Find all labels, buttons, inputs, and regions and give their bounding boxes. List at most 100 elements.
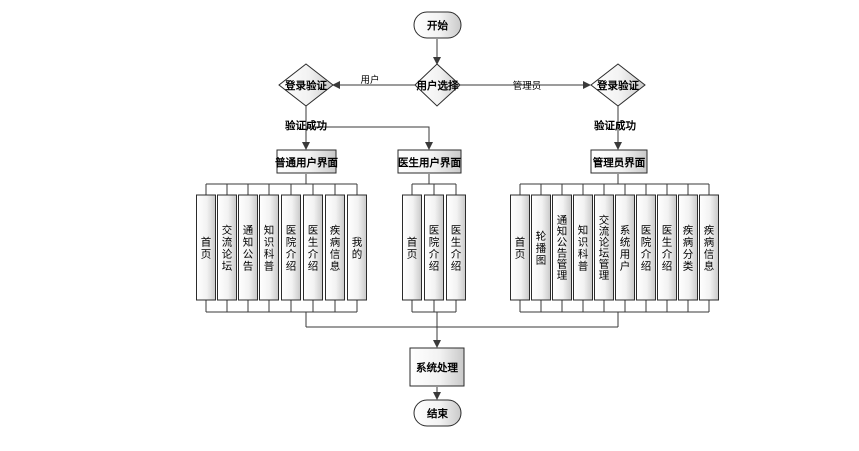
svg-text:首: 首	[407, 236, 418, 249]
svg-text:普: 普	[578, 260, 589, 273]
svg-text:公: 公	[557, 237, 568, 249]
svg-text:疾: 疾	[704, 224, 715, 237]
svg-text:我: 我	[352, 237, 363, 249]
svg-text:的: 的	[352, 248, 363, 261]
end-node: 结束	[413, 399, 462, 427]
svg-text:页: 页	[201, 249, 212, 261]
login-right-label: 登录验证	[596, 79, 639, 92]
user-function-item: 我的	[347, 184, 367, 312]
svg-text:绍: 绍	[286, 260, 297, 273]
svg-text:息: 息	[704, 260, 715, 273]
user-ui-label: 普通用户界面	[275, 156, 338, 169]
svg-text:交: 交	[599, 214, 610, 227]
svg-text:绍: 绍	[308, 260, 319, 273]
svg-text:息: 息	[330, 260, 341, 273]
svg-text:绍: 绍	[429, 260, 440, 273]
svg-text:管: 管	[599, 258, 610, 271]
end-label: 结束	[427, 407, 448, 420]
svg-text:播: 播	[536, 242, 547, 255]
svg-text:院: 院	[286, 236, 297, 249]
svg-text:病: 病	[330, 236, 341, 249]
user-function-item: 首页	[196, 184, 216, 312]
svg-text:院: 院	[641, 236, 652, 249]
admin-function-items: 首页轮播图通知公告管理知识科普交流论坛管理系统用户医院介绍医生介绍疾病分类疾病信…	[510, 184, 719, 312]
svg-text:信: 信	[330, 249, 341, 261]
svg-text:医: 医	[286, 225, 297, 237]
svg-text:页: 页	[407, 249, 418, 261]
svg-text:户: 户	[620, 260, 631, 273]
svg-text:绍: 绍	[641, 260, 652, 273]
svg-text:告: 告	[557, 247, 568, 260]
edge-label-admin: 管理员	[513, 80, 542, 92]
svg-text:轮: 轮	[536, 230, 547, 243]
svg-text:院: 院	[429, 236, 440, 249]
svg-text:科: 科	[578, 248, 589, 261]
svg-text:疾: 疾	[330, 224, 341, 237]
svg-text:管: 管	[557, 258, 568, 271]
login-right-decision: 登录验证	[590, 63, 646, 107]
svg-text:信: 信	[704, 249, 715, 261]
svg-text:识: 识	[264, 237, 275, 249]
svg-text:介: 介	[286, 249, 297, 261]
success-left-label: 验证成功	[285, 119, 327, 132]
svg-text:论: 论	[222, 248, 233, 261]
svg-text:页: 页	[515, 249, 526, 261]
svg-text:普: 普	[264, 260, 275, 273]
svg-text:知: 知	[243, 236, 254, 249]
svg-text:交: 交	[222, 224, 233, 237]
svg-text:告: 告	[243, 260, 254, 273]
svg-text:知: 知	[578, 224, 589, 237]
system-process-node: 系统处理	[409, 347, 465, 387]
svg-text:医: 医	[451, 225, 462, 237]
admin-function-item: 首页	[510, 184, 530, 312]
svg-text:图: 图	[536, 255, 547, 267]
svg-text:分: 分	[683, 249, 694, 261]
edge-label-user: 用户	[360, 74, 379, 86]
connectors	[206, 39, 709, 400]
svg-text:绍: 绍	[451, 260, 462, 273]
user-choice-decision: 用户选择	[414, 63, 461, 107]
svg-text:病: 病	[683, 236, 694, 249]
svg-text:生: 生	[308, 236, 319, 249]
svg-text:医: 医	[662, 225, 673, 237]
svg-text:理: 理	[599, 270, 610, 282]
svg-text:理: 理	[557, 270, 568, 282]
svg-text:介: 介	[641, 249, 652, 261]
svg-text:医: 医	[308, 225, 319, 237]
svg-text:疾: 疾	[683, 224, 694, 237]
user-choice-label: 用户选择	[416, 79, 459, 92]
process-label: 系统处理	[416, 361, 458, 374]
admin-ui-node: 管理员界面	[590, 149, 648, 174]
svg-text:首: 首	[201, 236, 212, 249]
svg-text:介: 介	[662, 249, 673, 261]
svg-text:识: 识	[578, 237, 589, 249]
svg-text:知: 知	[264, 224, 275, 237]
svg-text:流: 流	[599, 225, 610, 238]
admin-function-item: 轮播图	[531, 184, 551, 312]
doctor-ui-node: 医生用户界面	[397, 149, 462, 174]
login-left-label: 登录验证	[284, 79, 327, 92]
svg-text:坛: 坛	[222, 260, 233, 273]
svg-text:坛: 坛	[599, 247, 610, 260]
svg-text:生: 生	[662, 236, 673, 249]
svg-text:类: 类	[683, 260, 694, 273]
svg-text:介: 介	[308, 249, 319, 261]
svg-text:科: 科	[264, 248, 275, 261]
svg-text:病: 病	[704, 236, 715, 249]
svg-text:通: 通	[557, 215, 568, 227]
